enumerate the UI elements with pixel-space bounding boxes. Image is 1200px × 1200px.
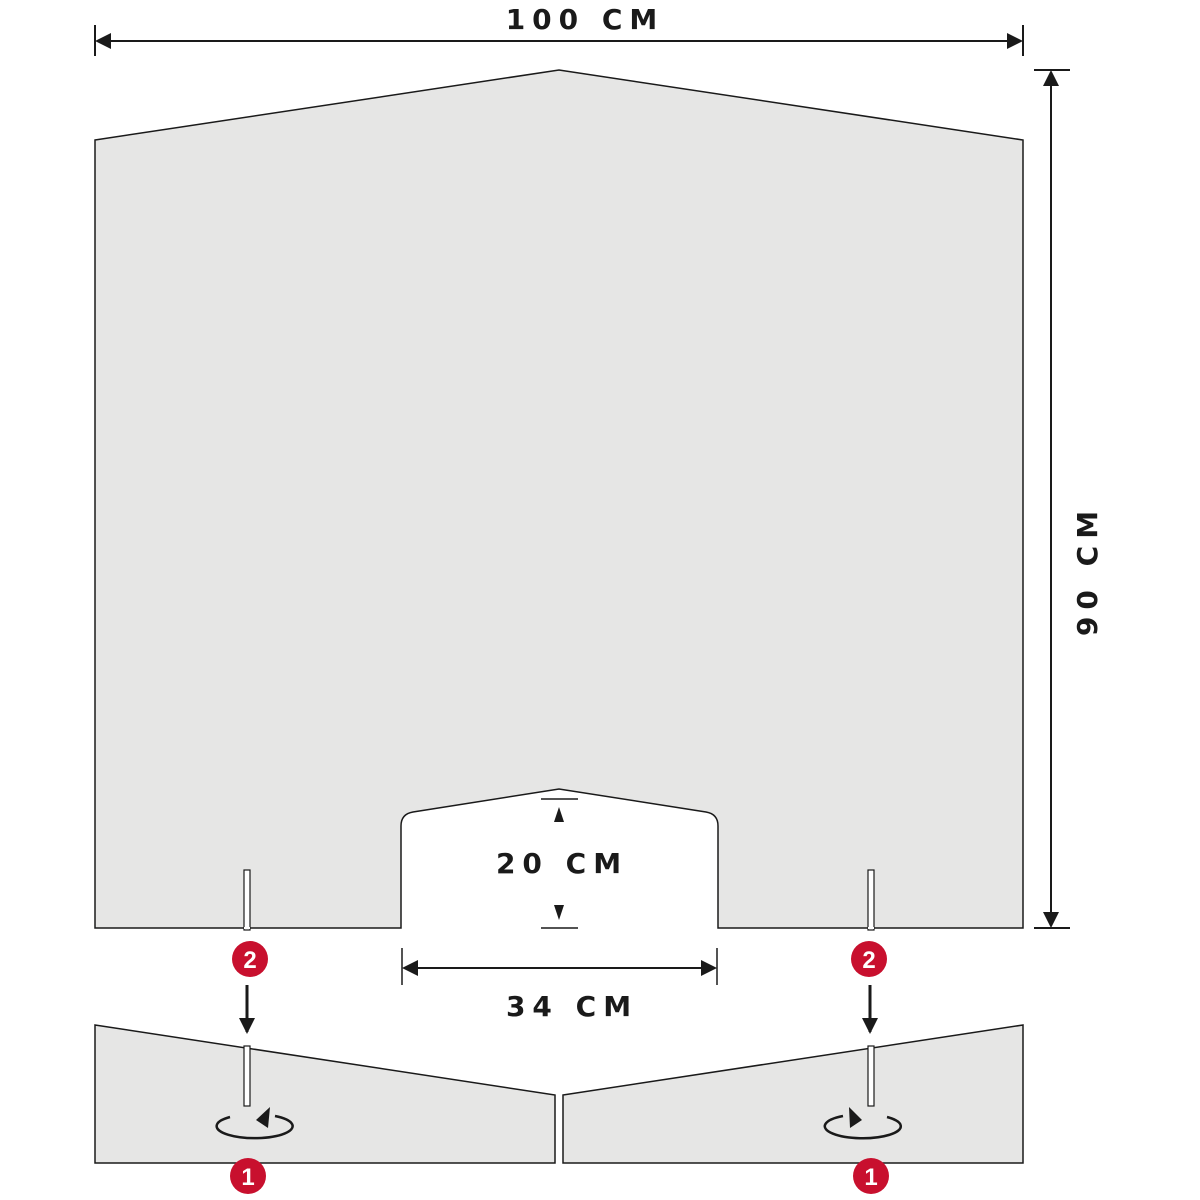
step-1-badge-right: 1 [853, 1158, 889, 1194]
rotate-icon-left [215, 1107, 294, 1140]
right-foot [562, 1024, 1024, 1164]
step-2-badge-left: 2 [232, 941, 268, 977]
slot-right-panel [867, 869, 875, 931]
cutout-height-label: 20 CM [496, 847, 628, 880]
main-panel [94, 69, 1024, 929]
height-label: 90 CM [1071, 504, 1104, 636]
cutout-width-label: 34 CM [506, 990, 638, 1023]
cutout-height-dimension: 20 CM [496, 798, 628, 929]
slot-right-foot [867, 1045, 875, 1107]
svg-text:2: 2 [862, 947, 875, 974]
left-foot [94, 1024, 556, 1164]
step-2-badge-right: 2 [851, 941, 887, 977]
svg-text:1: 1 [864, 1164, 877, 1191]
svg-text:2: 2 [243, 947, 256, 974]
rotate-icon-right [823, 1107, 902, 1140]
slot-left-panel [243, 869, 251, 931]
cutout-width-dimension: 34 CM [401, 948, 718, 1023]
width-label: 100 CM [506, 3, 665, 36]
width-dimension: 100 CM [94, 3, 1024, 56]
step-1-badge-left: 1 [230, 1158, 266, 1194]
svg-text:1: 1 [241, 1164, 254, 1191]
slot-left-foot [243, 1045, 251, 1107]
height-dimension: 90 CM [1034, 69, 1104, 929]
